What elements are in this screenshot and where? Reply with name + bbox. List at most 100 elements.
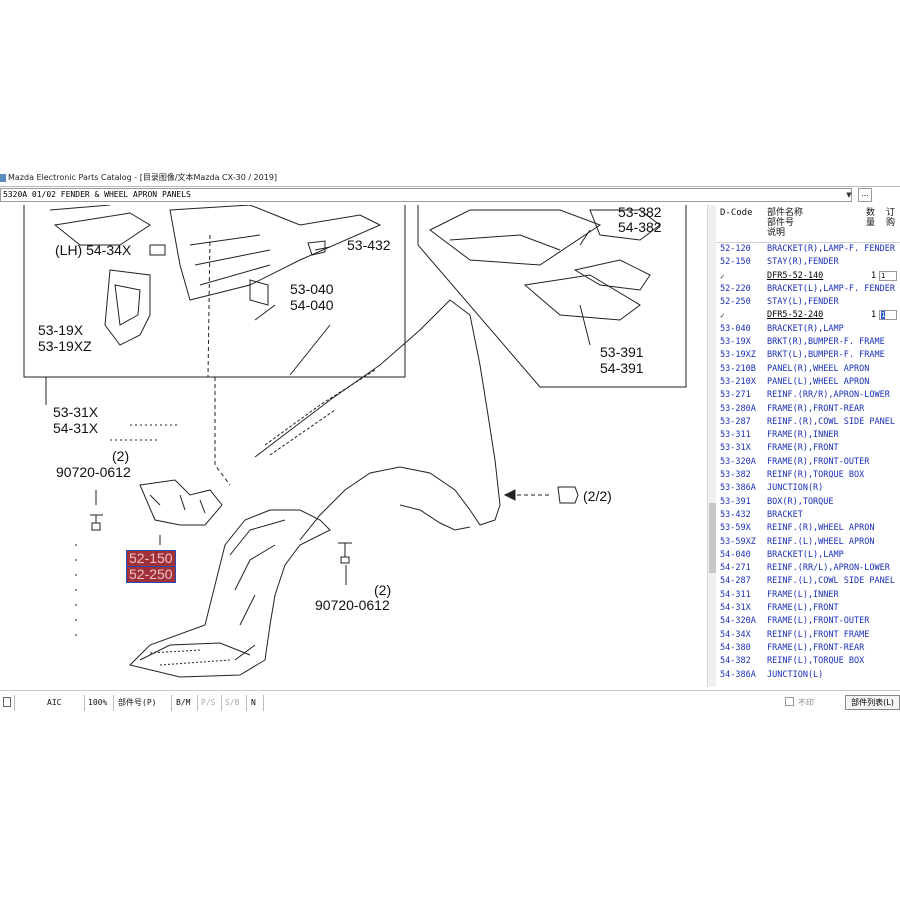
part-dcode: 53-391 [720,496,751,507]
parts-list-row[interactable]: 53-210X PANEL(L),WHEEL APRON [716,376,900,389]
part-qty: 1 [871,310,877,321]
part-dcode: 52-250 [720,297,751,308]
part-dcode: 52-220 [720,283,751,294]
callout-54-382[interactable]: 54-382 [618,219,662,235]
header-qty[interactable]: 数量 [866,208,876,228]
part-description: BRACKET(L),LAMP-F. FENDER [767,283,895,294]
callout-53-31x[interactable]: 53-31X [53,404,99,420]
no-print-label: 不印 [798,698,814,707]
section-select[interactable]: 5320A 01/02 FENDER & WHEEL APRON PANELS [0,188,852,202]
callout-54-31x[interactable]: 54-31X [53,420,99,436]
callout-53-432[interactable]: 53-432 [347,237,391,253]
callout-lh-54-34x[interactable]: (LH) 54-34X [55,242,132,258]
callout-54-391[interactable]: 54-391 [600,360,644,376]
callout-52-150[interactable]: 52-150 [126,550,176,567]
parts-list-button[interactable]: 部件列表(L) [845,695,900,710]
callout-page-2-2[interactable]: (2/2) [583,488,612,504]
bottom-toolbar: AIC 100% 部件号(P) B/M P/S S/B N 不印 部件列表(L) [0,690,900,716]
more-button[interactable]: ... [858,188,872,202]
part-dcode: 54-34X [720,629,751,640]
toolbar-separator [113,695,114,711]
callout-53-19x[interactable]: 53-19X [38,322,84,338]
callout-53-19xz[interactable]: 53-19XZ [38,338,92,354]
zoom-100-button[interactable]: 100% [88,698,108,707]
bm-button[interactable]: B/M [176,698,191,707]
callout-54-040[interactable]: 54-040 [290,297,334,313]
part-dcode: 54-040 [720,549,751,560]
part-description: REINF(L),TORQUE BOX [767,656,865,667]
checkbox-icon [785,697,794,706]
vertical-scrollbar[interactable] [707,205,717,687]
part-description: JUNCTION(L) [767,669,824,680]
callout-53-040[interactable]: 53-040 [290,281,334,297]
chevron-down-icon[interactable]: ▼ [846,191,852,199]
toolbar-separator [263,695,264,711]
no-print-checkbox[interactable]: 不印 [785,696,814,710]
part-description: FRAME(R),INNER [767,430,839,441]
check-icon[interactable]: ✓ [720,271,725,281]
callout-bolt-90720-0612-b[interactable]: 90720-0612 [315,597,390,613]
part-dcode: 54-311 [720,589,751,600]
callout-52-250[interactable]: 52-250 [126,566,176,583]
n-button[interactable]: N [251,698,256,707]
part-description: FRAME(L),FRONT [767,603,839,614]
callout-53-382[interactable]: 53-382 [618,205,662,220]
part-dcode: 53-31X [720,443,751,454]
parts-list-row[interactable]: 52-220 BRACKET(L),LAMP-F. FENDER [716,283,900,296]
print-icon[interactable] [3,697,11,707]
callout-bolt-90720-0612-a[interactable]: 90720-0612 [56,464,131,480]
part-number-link[interactable]: DFR5-52-240 [767,310,824,321]
header-dcode[interactable]: D-Code [720,208,753,218]
part-description: PANEL(L),WHEEL APRON [767,376,870,387]
header-order[interactable]: 订购 [886,208,896,228]
aic-button[interactable]: AIC [47,698,62,707]
part-number-button[interactable]: 部件号(P) [118,698,157,707]
parts-diagram[interactable]: (LH) 54-34X 53-432 53-040 54-040 53-19X … [0,205,708,687]
order-qty-value: 1 [881,311,886,320]
check-icon[interactable]: ✓ [720,311,725,321]
header-part-name[interactable]: 部件名称 部件号 说明 [767,208,803,238]
sb-button[interactable]: S/B [225,698,240,707]
part-dcode: 53-320A [720,456,756,467]
part-description: FRAME(L),FRONT-OUTER [767,616,870,627]
order-qty-input[interactable]: 1 [879,270,897,281]
vertical-scroll-thumb[interactable] [709,503,716,573]
callout-53-391[interactable]: 53-391 [600,344,644,360]
part-dcode: 53-210X [720,376,756,387]
order-qty-input[interactable]: 1 [879,310,897,321]
ps-button[interactable]: P/S [201,698,216,707]
part-number-link[interactable]: DFR5-52-140 [767,270,824,281]
